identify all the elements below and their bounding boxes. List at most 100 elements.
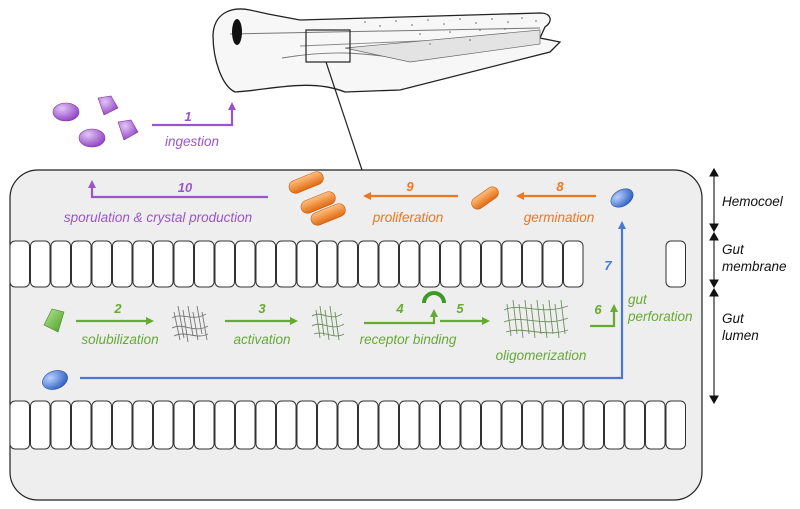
crystal-icon bbox=[43, 308, 65, 333]
membrane-cell bbox=[91, 240, 112, 288]
step-1-label: ingestion bbox=[165, 134, 219, 149]
membrane-cell bbox=[173, 400, 194, 450]
membrane-cell bbox=[399, 400, 420, 450]
membrane-cell bbox=[563, 400, 584, 450]
membrane-cell bbox=[645, 400, 666, 450]
membrane-cell bbox=[419, 240, 440, 288]
membrane-cell bbox=[563, 240, 584, 288]
membrane-cell bbox=[71, 240, 92, 288]
membrane-cell bbox=[501, 240, 522, 288]
membrane-cell bbox=[194, 400, 215, 450]
membrane-cell bbox=[9, 240, 30, 288]
step-3-label: activation bbox=[233, 332, 290, 347]
membrane-cell bbox=[501, 400, 522, 450]
membrane-cell bbox=[358, 240, 379, 288]
bacterium-icon bbox=[471, 186, 499, 210]
membrane-cell bbox=[481, 400, 502, 450]
step-9-number: 9 bbox=[406, 179, 414, 194]
gut-wall-cells bbox=[9, 400, 686, 450]
membrane-cell bbox=[255, 240, 276, 288]
activated-toxin-icon bbox=[311, 305, 345, 341]
region-brackets bbox=[709, 167, 719, 405]
step-7-number: 7 bbox=[604, 258, 612, 273]
membrane-cell bbox=[235, 400, 256, 450]
ingested-crystals-and-spores bbox=[52, 95, 139, 148]
membrane-cell bbox=[255, 400, 276, 450]
membrane-cell bbox=[71, 400, 92, 450]
gut-lumen-label-line1: Gut bbox=[722, 311, 745, 326]
proliferating-bacteria-icon bbox=[288, 171, 346, 226]
membrane-cell bbox=[50, 240, 71, 288]
membrane-cell bbox=[665, 240, 686, 288]
membrane-cell bbox=[153, 400, 174, 450]
membrane-cell bbox=[317, 400, 338, 450]
membrane-cell bbox=[542, 240, 563, 288]
step-2-label: solubilization bbox=[81, 332, 158, 347]
membrane-cell bbox=[173, 240, 194, 288]
membrane-cell bbox=[276, 400, 297, 450]
membrane-cell bbox=[153, 240, 174, 288]
step-1-number: 1 bbox=[184, 109, 191, 124]
spore-icon bbox=[610, 188, 634, 208]
membrane-cell bbox=[112, 240, 133, 288]
perforation-arrow bbox=[590, 304, 618, 328]
membrane-cell bbox=[378, 400, 399, 450]
membrane-cell bbox=[583, 400, 604, 450]
membrane-cell bbox=[235, 240, 256, 288]
gut-lumen-label-line2: lumen bbox=[722, 328, 759, 343]
step-3-number: 3 bbox=[258, 301, 266, 316]
membrane-cell bbox=[194, 240, 215, 288]
gut-membrane-label-line2: membrane bbox=[722, 259, 787, 274]
membrane-cell bbox=[132, 400, 153, 450]
receptor-icon bbox=[422, 291, 446, 304]
step-8-label: germination bbox=[524, 210, 595, 225]
membrane-cell bbox=[440, 400, 461, 450]
step-4-number: 4 bbox=[395, 301, 404, 316]
receptor-binding-arrow bbox=[364, 309, 438, 325]
step-2-number: 2 bbox=[113, 301, 122, 316]
membrane-cell bbox=[522, 240, 543, 288]
membrane-cell bbox=[460, 400, 481, 450]
membrane-cell bbox=[337, 240, 358, 288]
membrane-cell bbox=[132, 240, 153, 288]
membrane-cell bbox=[30, 400, 51, 450]
membrane-cell bbox=[296, 400, 317, 450]
step-9-label: proliferation bbox=[372, 210, 444, 225]
membrane-cell bbox=[50, 400, 71, 450]
step-5-label: oligomerization bbox=[496, 348, 587, 363]
membrane-cell bbox=[665, 400, 686, 450]
step-5-number: 5 bbox=[456, 301, 464, 316]
membrane-cell bbox=[460, 240, 481, 288]
spore-in-lumen-icon bbox=[42, 370, 68, 390]
membrane-cell bbox=[296, 240, 317, 288]
membrane-cell bbox=[419, 400, 440, 450]
membrane-cell bbox=[358, 400, 379, 450]
membrane-cell bbox=[337, 400, 358, 450]
sporulation-arrow bbox=[88, 180, 268, 199]
ingestion-arrow bbox=[152, 102, 236, 127]
membrane-cell bbox=[214, 400, 235, 450]
step-6-number: 6 bbox=[594, 302, 602, 317]
membrane-cell bbox=[276, 240, 297, 288]
membrane-cell bbox=[522, 400, 543, 450]
protoxin-structure-icon bbox=[171, 305, 209, 343]
step-6-label-line1: gut bbox=[628, 292, 648, 307]
step-6-label-line2: perforation bbox=[627, 309, 693, 324]
hemocoel-label: Hemocoel bbox=[722, 194, 784, 209]
step-10-number: 10 bbox=[178, 180, 193, 195]
membrane-cell bbox=[542, 400, 563, 450]
membrane-cell bbox=[317, 240, 338, 288]
zoom-line bbox=[325, 61, 363, 171]
membrane-cell bbox=[9, 400, 30, 450]
step-8-number: 8 bbox=[556, 179, 564, 194]
larva-icon bbox=[212, 8, 562, 93]
membrane-cell bbox=[91, 400, 112, 450]
gut-membrane-cells bbox=[9, 240, 686, 288]
membrane-cell bbox=[481, 240, 502, 288]
step-10-label: sporulation & crystal production bbox=[64, 210, 252, 225]
step-4-label: receptor binding bbox=[360, 332, 457, 347]
membrane-cell bbox=[30, 240, 51, 288]
oligomer-structure-icon bbox=[503, 299, 569, 339]
membrane-cell bbox=[624, 400, 645, 450]
